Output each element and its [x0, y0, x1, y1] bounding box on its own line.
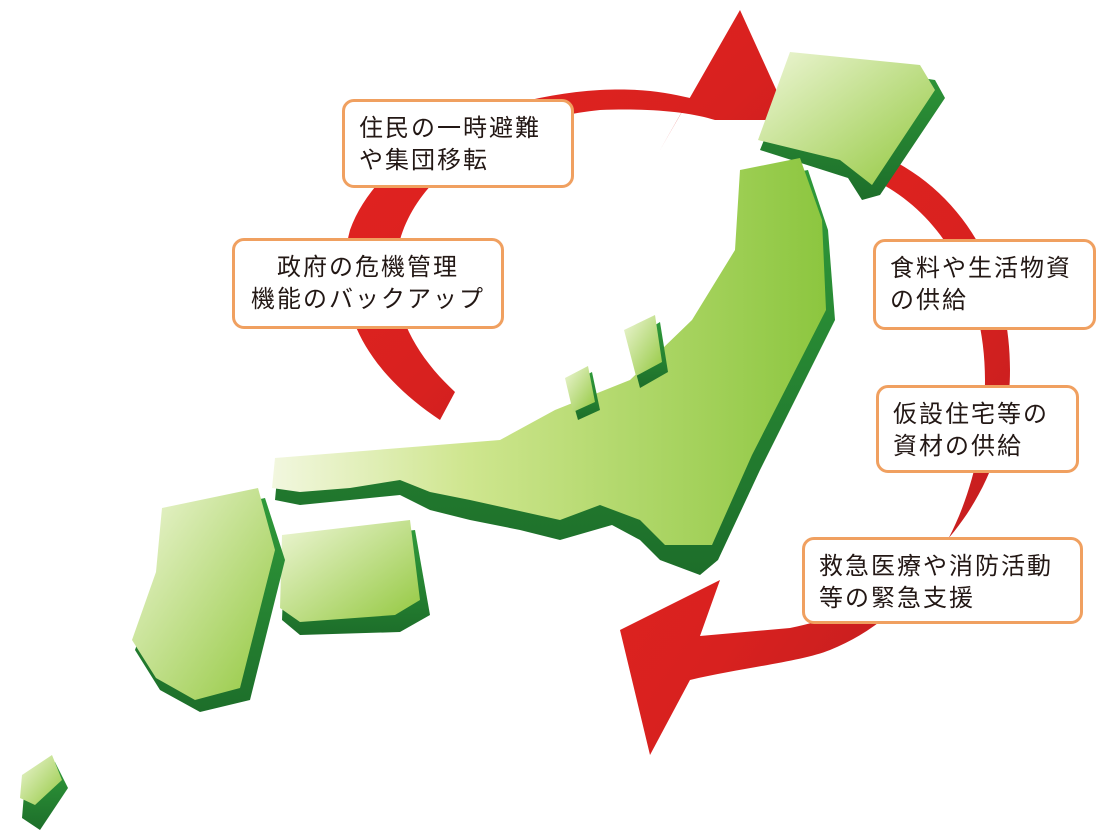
- circular-arrow: [344, 10, 1010, 755]
- callout-emergency-line2: 等の緊急支援: [819, 584, 975, 612]
- japan-map: [20, 52, 945, 830]
- callout-emergency-support: 救急医療や消防活動 等の緊急支援: [802, 537, 1083, 624]
- callout-government-line2: 機能のバックアップ: [251, 285, 485, 313]
- callout-food-supply: 食料や生活物資 の供給: [873, 239, 1096, 330]
- arrow-lower-right: [620, 150, 1010, 755]
- island-honshu: [272, 158, 835, 575]
- callout-evacuation: 住民の一時避難 や集団移転: [342, 99, 574, 188]
- callout-evacuation-line1: 住民の一時避難: [359, 114, 541, 142]
- callout-temporary-housing: 仮設住宅等の 資材の供給: [876, 385, 1079, 473]
- callout-government-line1: 政府の危機管理: [277, 253, 459, 281]
- callout-government-backup: 政府の危機管理 機能のバックアップ: [232, 238, 504, 329]
- callout-food-line2: の供給: [890, 286, 968, 314]
- arrow-upper-left: [344, 10, 790, 420]
- island-kyushu: [132, 488, 285, 712]
- callout-temporary-housing-line1: 仮設住宅等の: [893, 400, 1049, 428]
- island-hokkaido: [758, 52, 945, 200]
- callout-emergency-line1: 救急医療や消防活動: [819, 552, 1053, 580]
- callout-temporary-housing-line2: 資材の供給: [893, 432, 1023, 460]
- callout-evacuation-line2: や集団移転: [359, 146, 489, 174]
- island-okinawa: [20, 755, 68, 830]
- island-shikoku: [280, 520, 430, 635]
- callout-food-line1: 食料や生活物資: [890, 254, 1072, 282]
